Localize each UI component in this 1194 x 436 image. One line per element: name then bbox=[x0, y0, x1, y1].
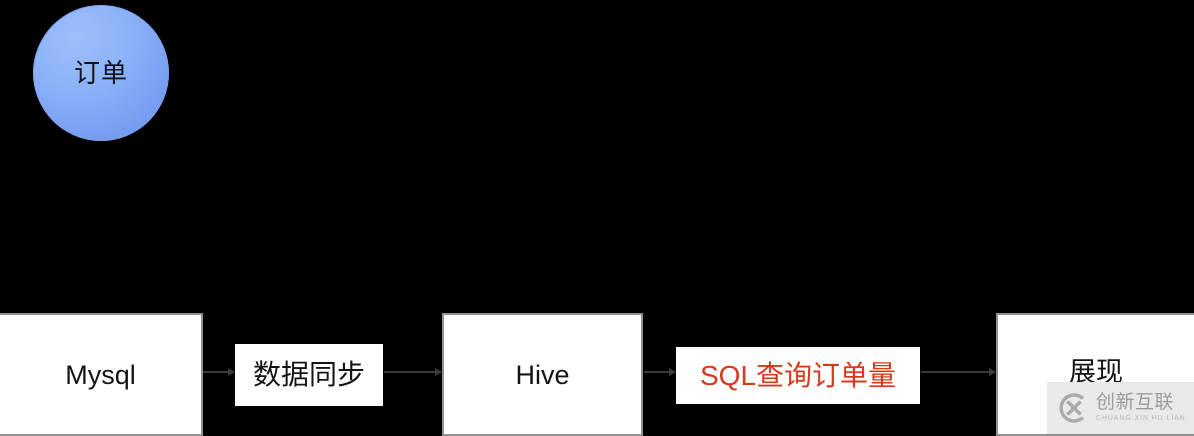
edge-label-sync[interactable]: 数据同步 bbox=[235, 344, 383, 406]
watermark-secondary-text: CHUANG XIN HU LIAN bbox=[1096, 414, 1186, 422]
watermark: 创新互联 CHUANG XIN HU LIAN bbox=[1047, 382, 1194, 434]
node-hive[interactable]: Hive bbox=[442, 313, 643, 436]
node-order[interactable]: 订单 bbox=[33, 5, 169, 141]
connector-sync-to-hive bbox=[384, 368, 442, 376]
edge-label-sql-query[interactable]: SQL查询订单量 bbox=[676, 347, 920, 404]
circled-x-logo-icon bbox=[1055, 391, 1089, 425]
node-mysql[interactable]: Mysql bbox=[0, 313, 203, 436]
connector-sql-to-show bbox=[921, 368, 996, 376]
node-show-label: 展现 bbox=[1069, 357, 1123, 387]
connector-mysql-to-sync bbox=[203, 368, 235, 376]
node-order-label: 订单 bbox=[73, 58, 128, 88]
node-hive-label: Hive bbox=[515, 360, 570, 390]
connector-hive-to-sql bbox=[644, 368, 676, 376]
node-mysql-label: Mysql bbox=[65, 360, 136, 390]
edge-label-sql-query-text: SQL查询订单量 bbox=[699, 359, 897, 391]
edge-label-sync-text: 数据同步 bbox=[252, 359, 365, 390]
watermark-text-block: 创新互联 CHUANG XIN HU LIAN bbox=[1096, 391, 1186, 423]
watermark-primary-text: 创新互联 bbox=[1096, 391, 1175, 413]
